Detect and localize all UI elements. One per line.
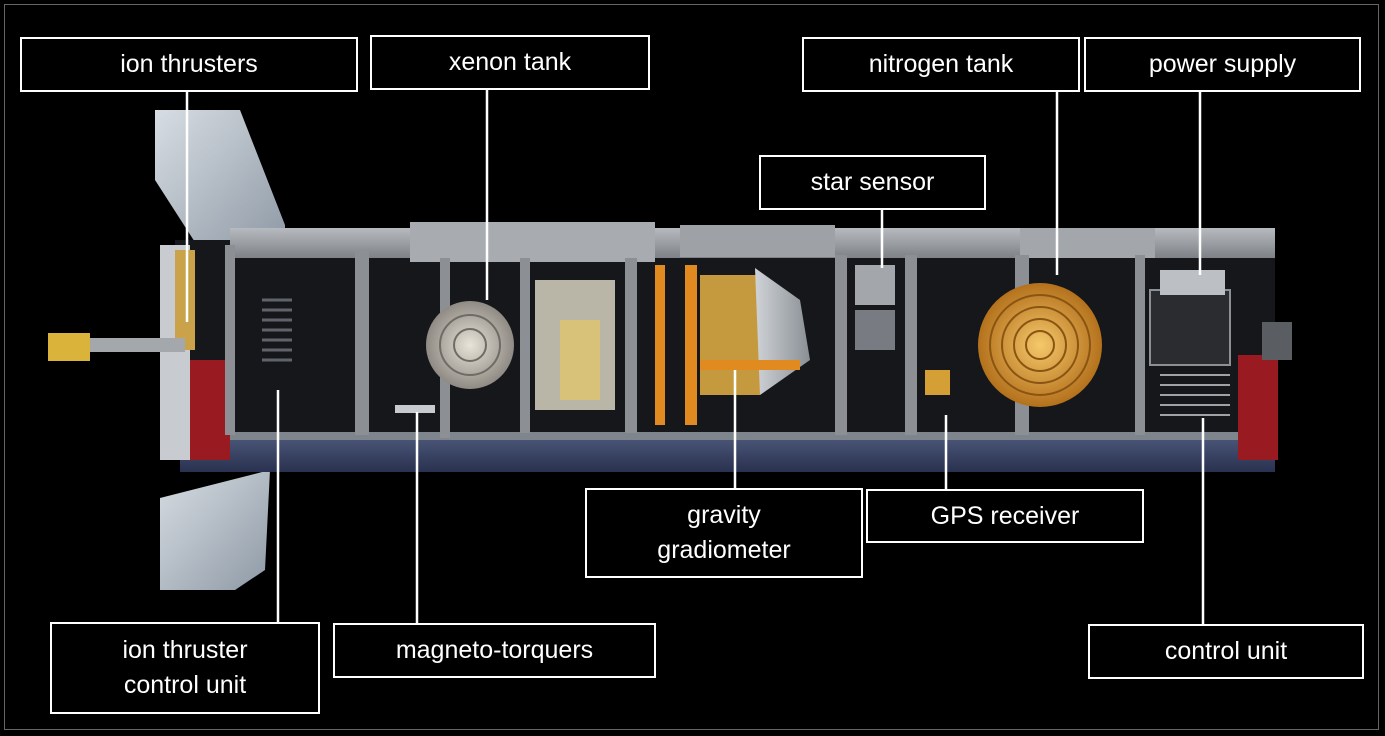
star-sensor-unit <box>855 265 895 305</box>
gps-receiver-unit <box>925 370 950 395</box>
label-gravity-gradiometer: gravity gradiometer <box>585 488 863 578</box>
gradiometer-frame-right <box>685 265 697 425</box>
label-ion-thruster-control-unit: ion thruster control unit <box>50 622 320 714</box>
label-magneto-torquers: magneto-torquers <box>333 623 656 678</box>
label-nitrogen-tank: nitrogen tank <box>802 37 1080 92</box>
hull-red-right <box>1238 355 1278 460</box>
leader-lines <box>185 90 1205 624</box>
gradiometer-core <box>700 275 760 395</box>
label-xenon-tank: xenon tank <box>370 35 650 90</box>
control-unit-fins-right <box>1160 374 1230 416</box>
label-ion-thrusters: ion thrusters <box>20 37 358 92</box>
thruster-head <box>48 333 90 361</box>
magneto-torquer <box>395 405 435 413</box>
label-gps-receiver: GPS receiver <box>866 489 1144 543</box>
hull-bottom-panels <box>180 437 1275 472</box>
control-unit-fins <box>262 298 292 362</box>
label-star-sensor: star sensor <box>759 155 986 210</box>
gradiometer-frame-left <box>655 265 665 425</box>
thruster-boom <box>85 338 185 352</box>
label-power-supply: power supply <box>1084 37 1361 92</box>
xenon-tank-sphere <box>426 301 514 389</box>
front-nose <box>1262 322 1292 360</box>
lower-solar-wing <box>160 470 270 590</box>
power-supply-unit <box>1149 289 1231 366</box>
nitrogen-tank-coil <box>978 283 1102 407</box>
label-control-unit: control unit <box>1088 624 1364 679</box>
